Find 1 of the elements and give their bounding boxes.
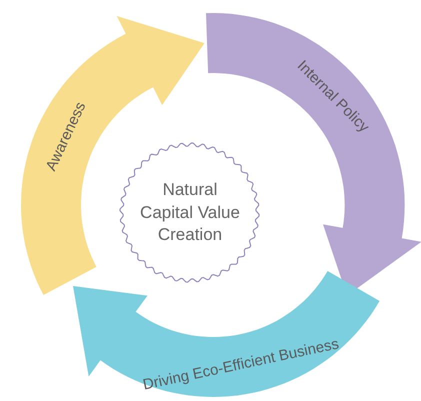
center-label: Natural Capital Value Creation bbox=[139, 178, 241, 246]
